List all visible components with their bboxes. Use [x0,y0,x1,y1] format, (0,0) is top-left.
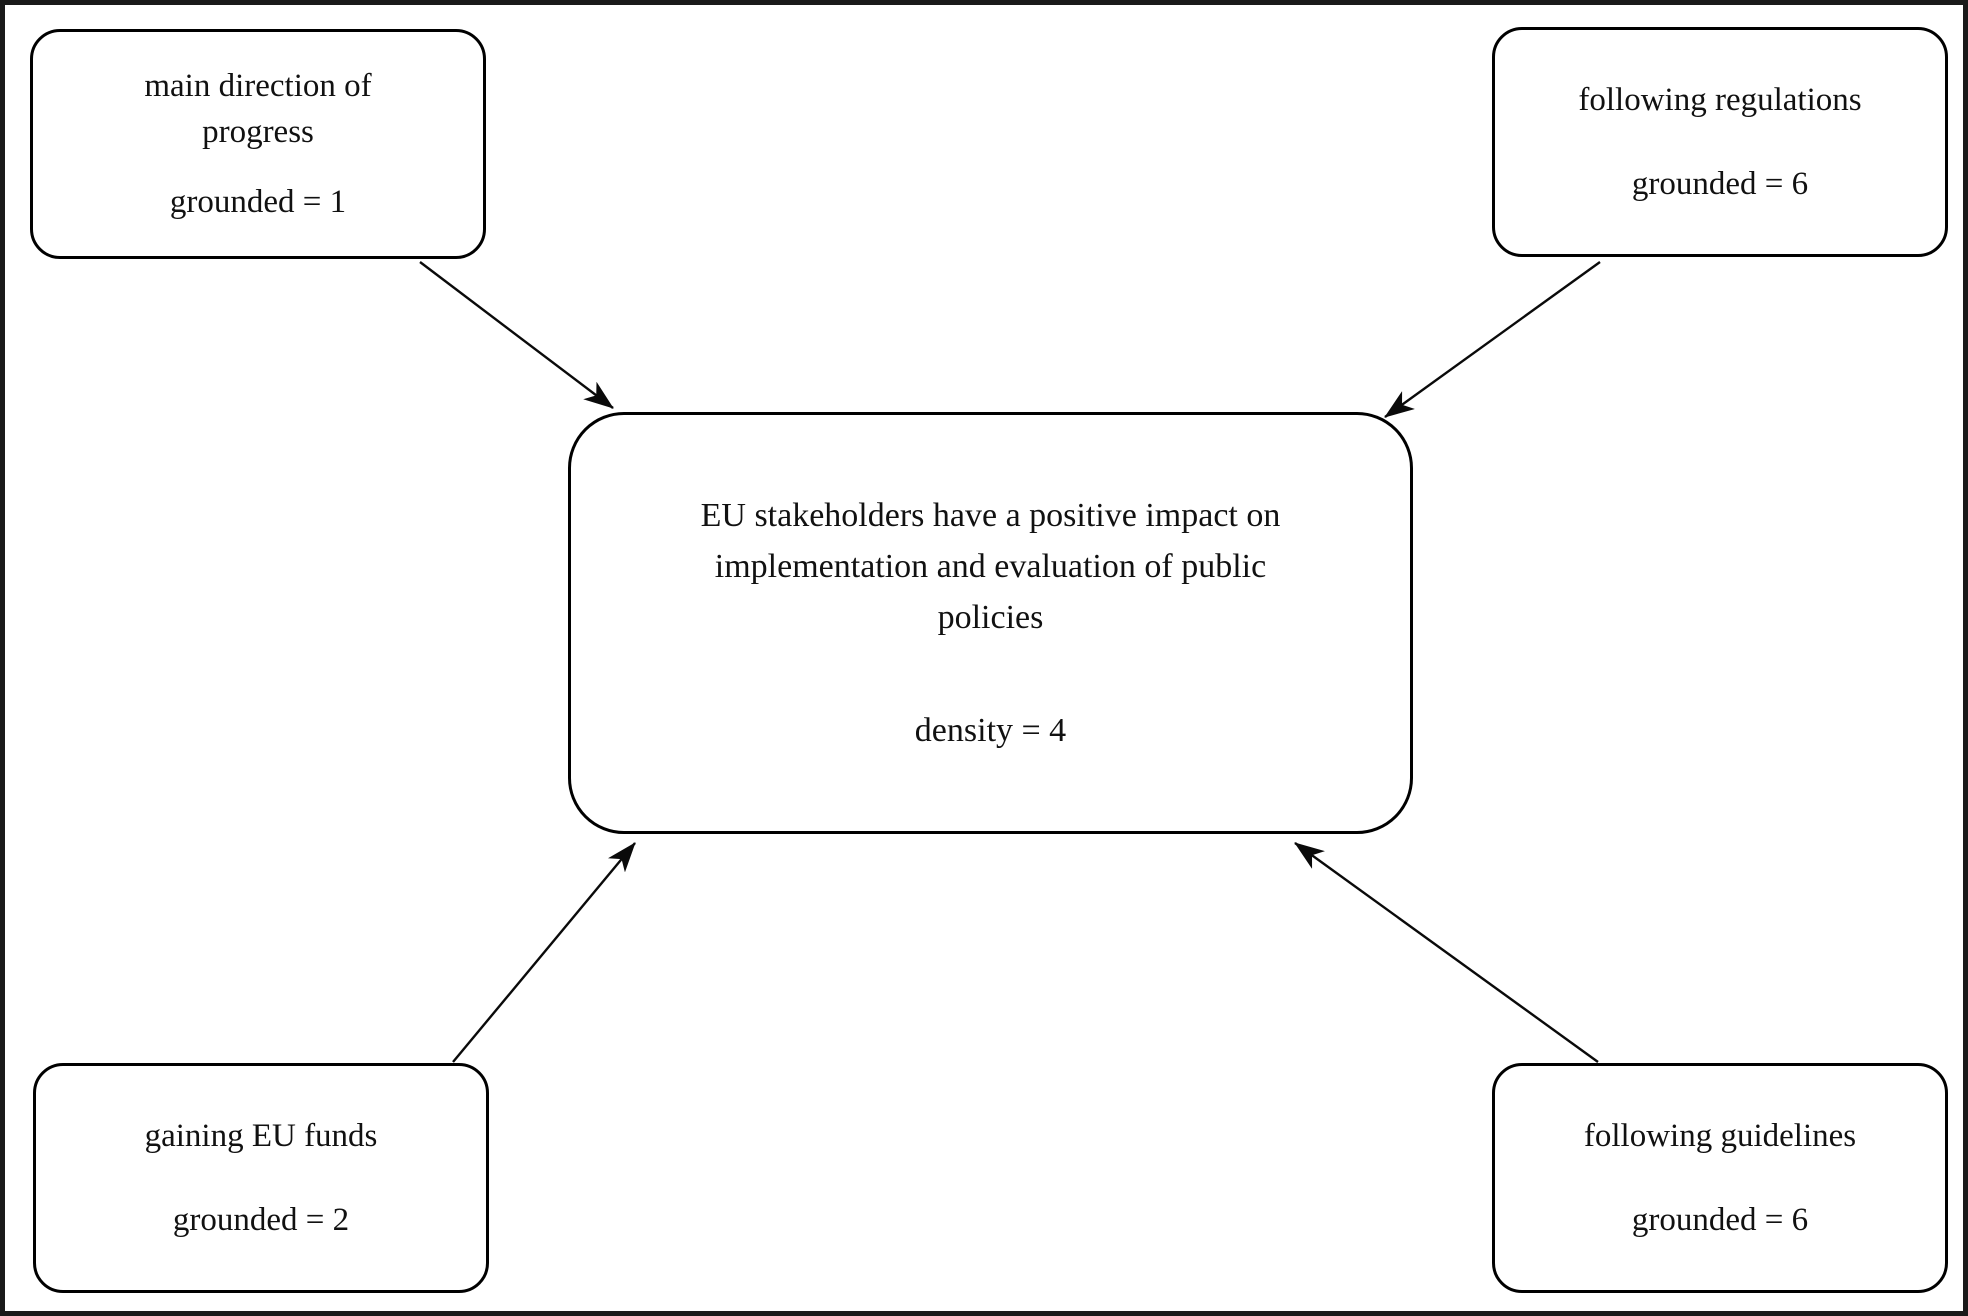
node-title: following guidelines [1583,1117,1857,1154]
arrow-bottom-left-to-center [452,842,636,1063]
node-title: main direction of progress [144,68,372,151]
node-following-guidelines: following guidelines grounded = 6 [1492,1063,1948,1293]
density-value: density = 4 [914,711,1067,749]
arrow-bottom-right-to-center [1294,842,1599,1063]
grounded-value: grounded = 2 [172,1202,350,1239]
node-main-direction-of-progress: main direction of progress grounded = 1 [30,29,486,259]
grounded-value: grounded = 6 [1631,1202,1809,1239]
node-gaining-eu-funds: gaining EU funds grounded = 2 [33,1063,489,1293]
node-title: EU stakeholders have a positive impact o… [700,497,1281,637]
node-eu-stakeholders-impact: EU stakeholders have a positive impact o… [568,412,1413,834]
arrow-top-left-to-center [419,261,614,409]
grounded-value: grounded = 6 [1631,166,1809,203]
node-following-regulations: following regulations grounded = 6 [1492,27,1948,257]
node-title: gaining EU funds [144,1117,378,1154]
grounded-value: grounded = 1 [169,183,347,220]
arrow-top-right-to-center [1384,261,1601,418]
node-title: following regulations [1578,81,1862,118]
